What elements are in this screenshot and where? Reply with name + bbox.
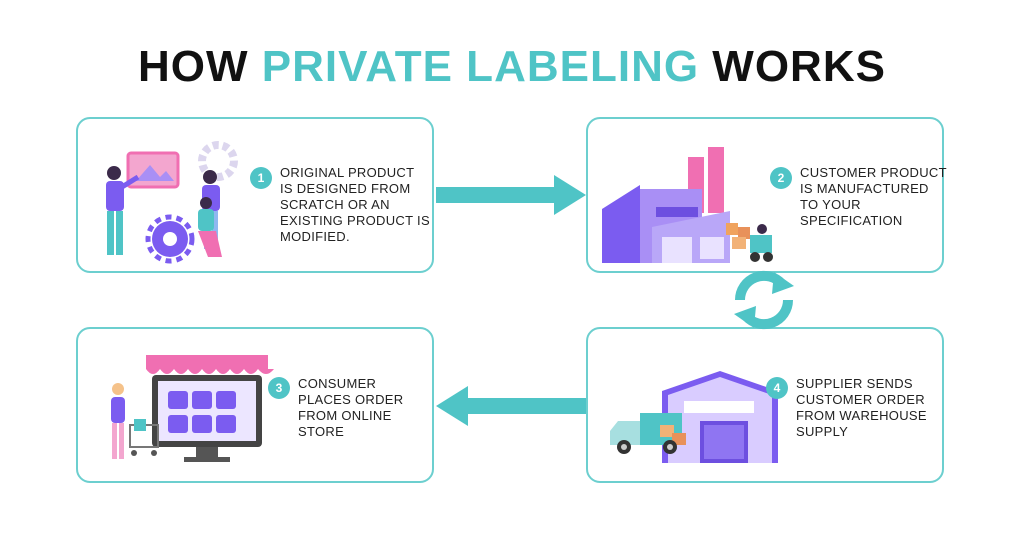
arrow-right-icon	[436, 175, 586, 215]
page-title: HOW PRIVATE LABELING WORKS	[0, 42, 1024, 92]
step-card-2: 2 CUSTOMER PRODUCT IS MANUFACTURED TO YO…	[586, 117, 946, 273]
step-number-badge: 2	[770, 167, 792, 189]
title-part-1: HOW	[138, 42, 262, 91]
factory-icon	[602, 147, 773, 263]
step-number-badge: 4	[766, 377, 788, 399]
designers-icon	[106, 141, 238, 264]
step-card-1: 1 ORIGINAL PRODUCT IS DESIGNED FROM SCRA…	[76, 117, 434, 273]
step-card-4: 4 SUPPLIER SENDS CUSTOMER ORDER FROM WAR…	[586, 327, 944, 483]
arrow-left-icon	[436, 386, 586, 426]
step-description: SUPPLIER SENDS CUSTOMER ORDER FROM WAREH…	[796, 376, 927, 439]
step-description: CUSTOMER PRODUCT IS MANUFACTURED TO YOUR…	[800, 165, 947, 228]
step-number-badge: 3	[268, 377, 290, 399]
step-number-badge: 1	[250, 167, 272, 189]
title-part-3: WORKS	[699, 42, 886, 91]
step-description: CONSUMER PLACES ORDER FROM ONLINE STORE	[298, 376, 404, 439]
title-accent: PRIVATE LABELING	[261, 42, 700, 91]
step-description: ORIGINAL PRODUCT IS DESIGNED FROM SCRATC…	[280, 165, 430, 244]
step-card-3: 3 CONSUMER PLACES ORDER FROM ONLINE STOR…	[76, 327, 434, 483]
warehouse-truck-icon	[610, 371, 778, 463]
cycle-arrows-icon	[734, 270, 794, 330]
online-store-icon	[111, 355, 274, 462]
